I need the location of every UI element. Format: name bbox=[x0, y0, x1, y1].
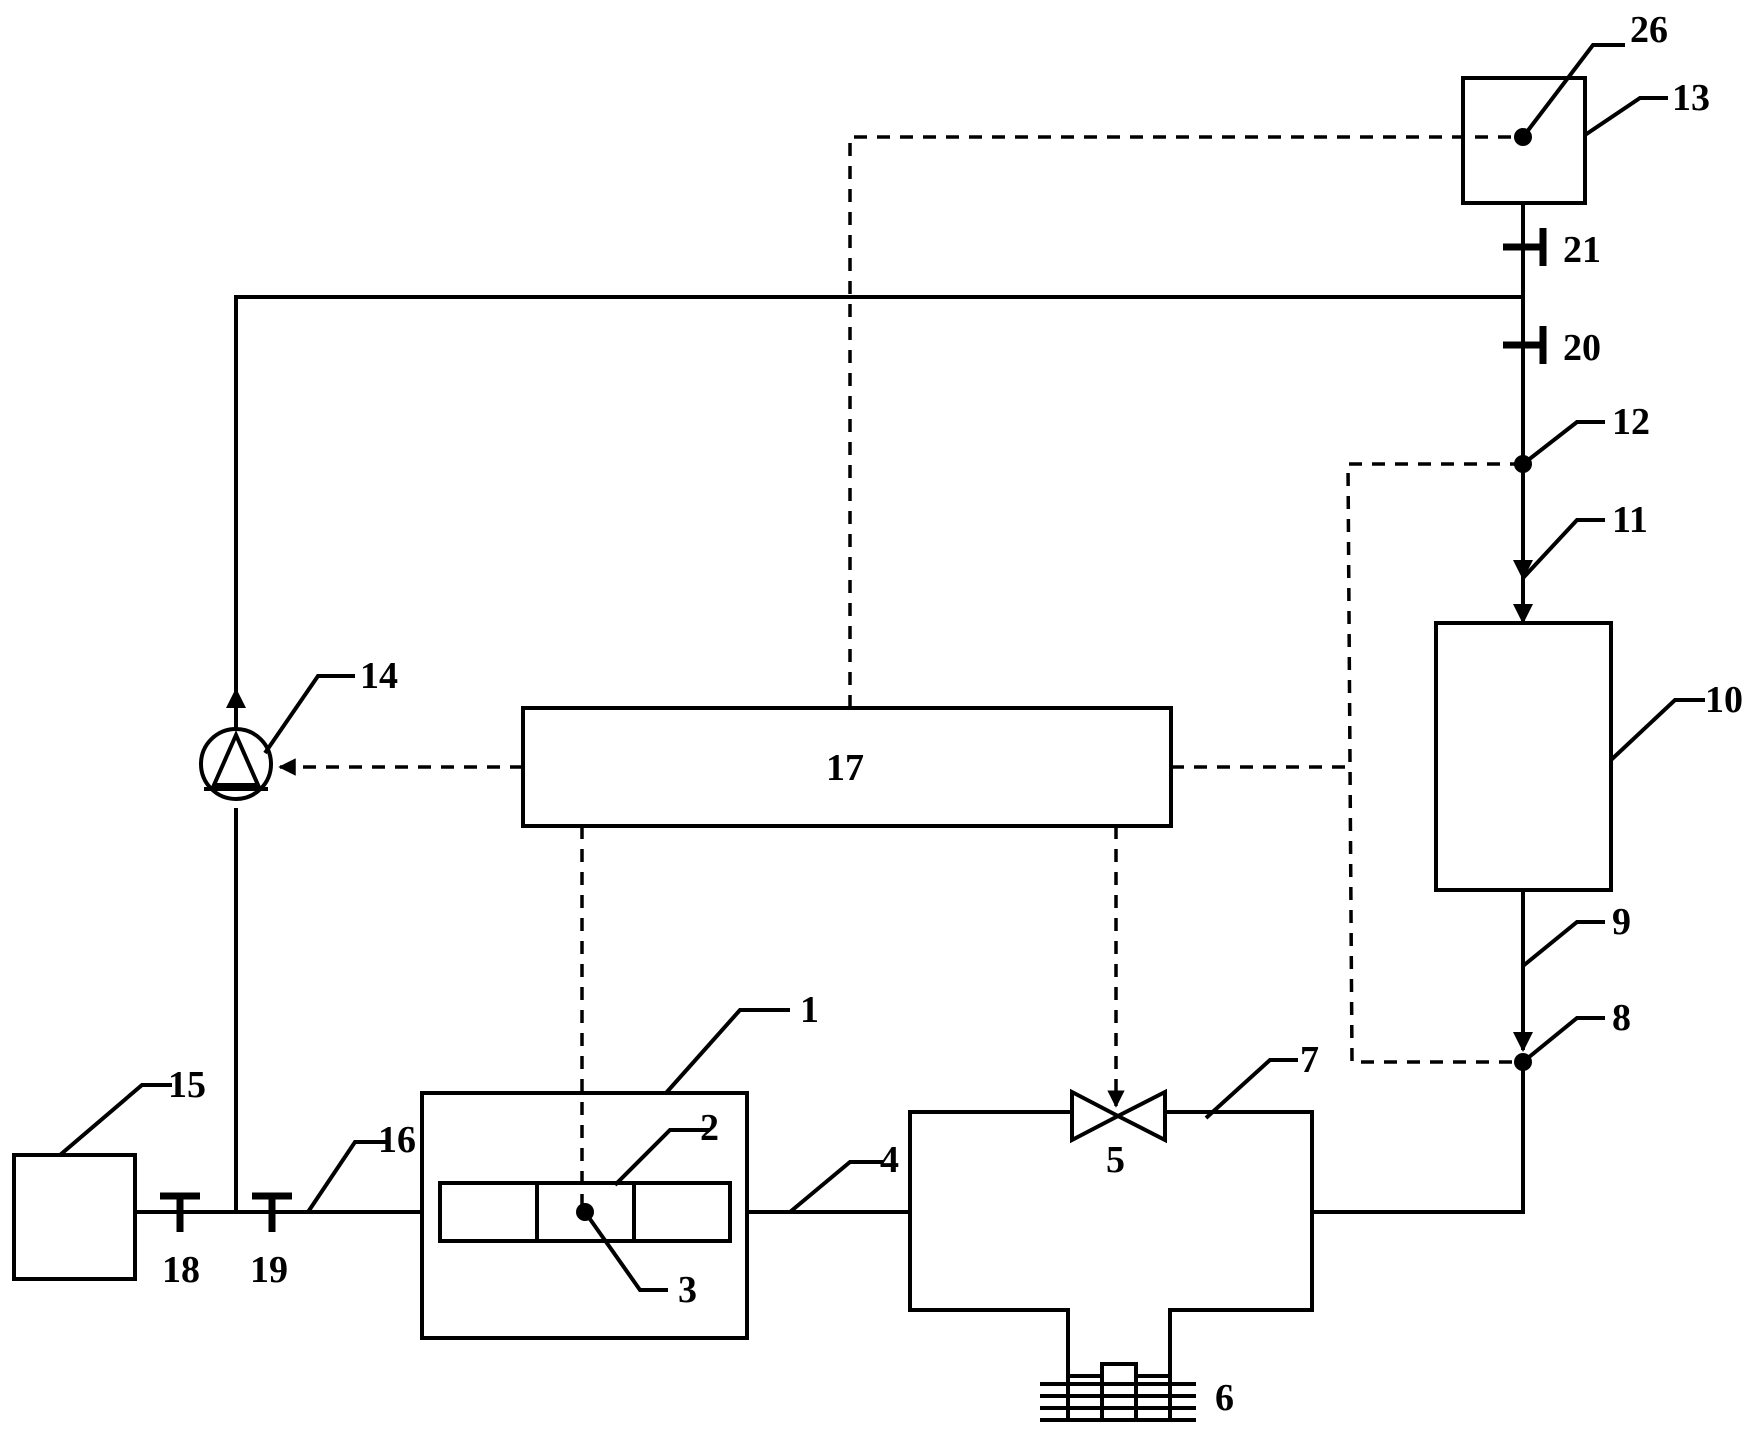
label-3: 3 bbox=[678, 1269, 697, 1311]
label-14: 14 bbox=[360, 655, 398, 697]
part-labels: 1 2 3 4 5 6 7 8 9 10 11 12 13 14 15 16 1… bbox=[162, 9, 1743, 1419]
loop-7 bbox=[908, 1110, 1314, 1408]
label-9: 9 bbox=[1612, 901, 1631, 943]
pump-14-icon[interactable] bbox=[199, 727, 273, 801]
label-17: 17 bbox=[826, 747, 864, 789]
valve-19-icon[interactable] bbox=[252, 1192, 292, 1232]
label-11: 11 bbox=[1612, 499, 1648, 541]
label-5: 5 bbox=[1106, 1139, 1125, 1181]
label-26: 26 bbox=[1630, 9, 1668, 51]
label-10: 10 bbox=[1705, 679, 1743, 721]
signal-lines bbox=[278, 135, 1523, 1212]
label-21: 21 bbox=[1563, 229, 1601, 271]
label-15: 15 bbox=[168, 1064, 206, 1106]
label-8: 8 bbox=[1612, 997, 1631, 1039]
label-16: 16 bbox=[378, 1119, 416, 1161]
label-20: 20 bbox=[1563, 327, 1601, 369]
valve-21-icon[interactable] bbox=[1503, 228, 1547, 266]
right-vertical-pipeline bbox=[1312, 203, 1533, 1214]
label-12: 12 bbox=[1612, 401, 1650, 443]
label-4: 4 bbox=[880, 1139, 899, 1181]
unit-10 bbox=[1434, 621, 1613, 892]
valve-20-icon[interactable] bbox=[1503, 326, 1547, 364]
label-7: 7 bbox=[1300, 1039, 1319, 1081]
label-13: 13 bbox=[1672, 77, 1710, 119]
valve-18-icon[interactable] bbox=[160, 1192, 200, 1232]
leader-lines bbox=[58, 43, 1705, 1292]
label-1: 1 bbox=[800, 989, 819, 1031]
label-18: 18 bbox=[162, 1249, 200, 1291]
heat-exchanger-6-icon bbox=[1040, 1362, 1196, 1422]
label-6: 6 bbox=[1215, 1377, 1234, 1419]
label-19: 19 bbox=[250, 1249, 288, 1291]
valve-5-icon[interactable] bbox=[1070, 1088, 1167, 1144]
label-2: 2 bbox=[700, 1107, 719, 1149]
tank-15 bbox=[12, 1153, 137, 1281]
